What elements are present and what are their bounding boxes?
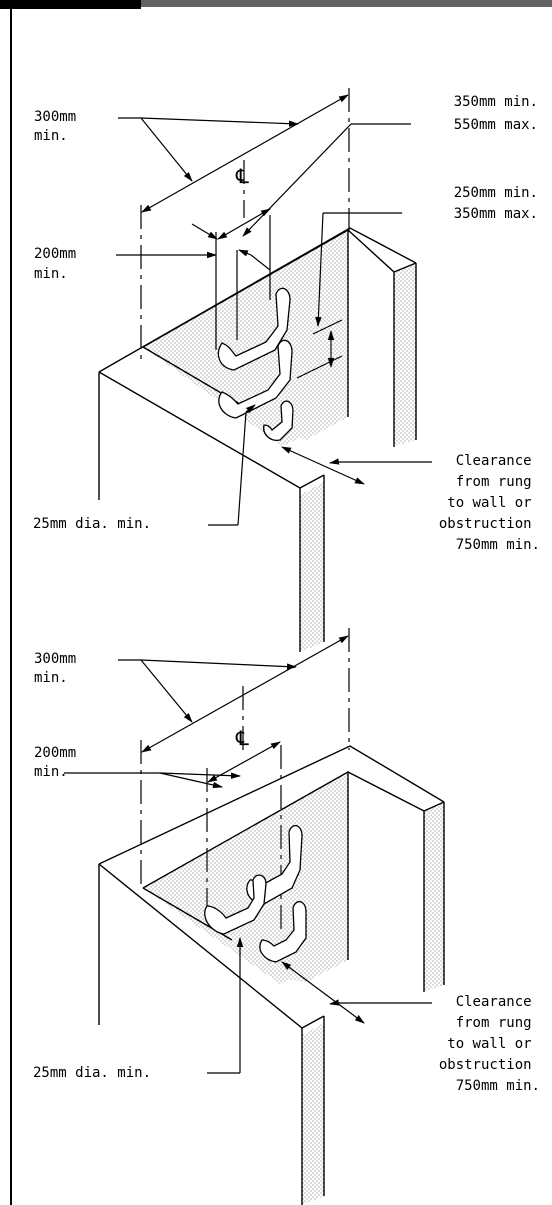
left-margin-rule — [10, 9, 12, 1205]
right-wall-end — [394, 263, 416, 446]
back-wall-surface — [143, 230, 348, 446]
rung-middle — [218, 339, 293, 419]
right-wall-end — [424, 802, 444, 992]
centerline-symbol: ℄ — [235, 164, 249, 188]
header-bar-dark — [0, 0, 141, 9]
back-wall-surface — [143, 772, 348, 984]
wall-outline — [98, 227, 417, 652]
label-25mm-dia: 25mm dia. min. — [33, 1065, 151, 1081]
header-bar-grey — [141, 0, 552, 7]
rung-group — [204, 825, 307, 963]
label-clearance: Clearance from rung to wall or obstructi… — [439, 994, 540, 1094]
rung-group — [217, 287, 294, 441]
rung-left — [204, 874, 267, 935]
rung-right — [259, 901, 307, 963]
dimension-lines — [116, 94, 432, 526]
label-clearance: Clearance from rung to wall or obstructi… — [439, 453, 540, 553]
rung-upper — [217, 287, 291, 371]
centerline-symbol: ℄ — [235, 726, 249, 750]
label-250-350: 250mm min.350mm max. — [454, 185, 538, 222]
wall-outline — [98, 745, 445, 1205]
header-bar — [0, 0, 552, 9]
label-350-550: 350mm min.550mm max. — [454, 94, 538, 133]
dimension-lines — [64, 635, 432, 1074]
rung-lower — [263, 400, 294, 441]
front-wall-end — [300, 482, 324, 652]
front-wall-end — [302, 1023, 324, 1205]
label-25mm-dia: 25mm dia. min. — [33, 516, 151, 532]
